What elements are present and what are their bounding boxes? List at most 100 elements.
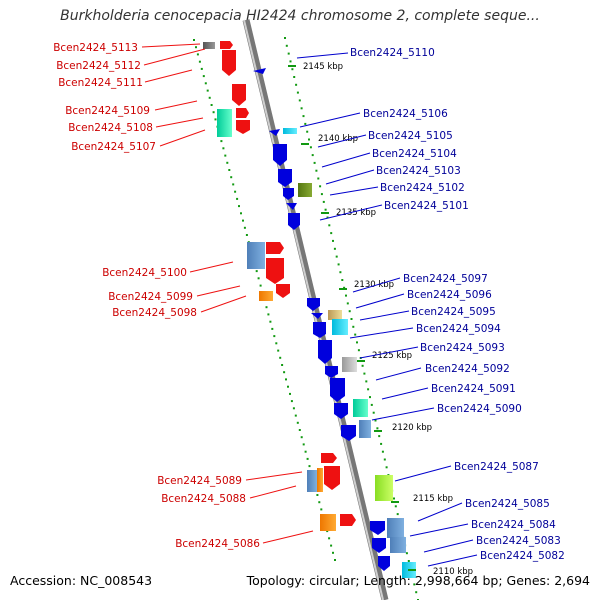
track-dot (269, 320, 272, 323)
gene-label[interactable]: Bcen2424_5083 (476, 535, 561, 547)
track-dot (318, 501, 321, 504)
gene-label[interactable]: Bcen2424_5084 (471, 519, 556, 531)
gene-label[interactable]: Bcen2424_5099 (108, 291, 193, 303)
gene-label[interactable]: Bcen2424_5095 (411, 306, 496, 318)
gene-label[interactable]: Bcen2424_5105 (368, 130, 453, 142)
gene-box-cyan (283, 128, 297, 134)
gene-box-orange (259, 291, 273, 301)
leader-line (189, 261, 234, 273)
leader-line (417, 502, 463, 522)
track-dot (238, 205, 240, 208)
gene-box-blue (359, 420, 371, 438)
track-dot (309, 146, 312, 149)
gene-arrow-blue (378, 556, 390, 571)
track-dot (302, 115, 305, 118)
track-dot (332, 551, 334, 554)
track-dot (300, 436, 303, 439)
track-dot (304, 450, 307, 453)
track-dot (202, 75, 205, 78)
leader-line (329, 186, 379, 196)
gene-label[interactable]: Bcen2424_5110 (350, 47, 435, 59)
track-dot (226, 161, 229, 164)
track-dot (339, 271, 342, 274)
gene-label[interactable]: Bcen2424_5087 (454, 461, 539, 473)
track-dot (287, 52, 290, 55)
gene-box-blue (307, 470, 317, 492)
track-dot (405, 552, 408, 555)
gene-label[interactable]: Bcen2424_5094 (416, 323, 501, 335)
track-dot (240, 212, 242, 215)
track-dot (324, 208, 327, 211)
right-gene-labels: Bcen2424_5110 Bcen2424_5106 Bcen2424_510… (350, 47, 565, 562)
kbp-labels: 2145 kbp 2140 kbp 2135 kbp 2130 kbp 2125… (303, 62, 473, 577)
leader-line (155, 117, 204, 128)
gene-label[interactable]: Bcen2424_5097 (403, 273, 488, 285)
gene-box-cyan (332, 319, 348, 335)
leader-line (352, 277, 401, 293)
leader-line (371, 407, 435, 421)
gene-label[interactable]: Bcen2424_5096 (407, 289, 492, 301)
left-gene-labels: Bcen2424_5113 Bcen2424_5112 Bcen2424_511… (53, 42, 260, 550)
track-dot (296, 421, 299, 424)
accession-text: Accession: NC_008543 (10, 573, 153, 588)
track-dot (200, 67, 203, 70)
track-dot (357, 349, 360, 352)
gene-label[interactable]: Bcen2424_5085 (465, 498, 550, 510)
gene-label[interactable]: Bcen2424_5109 (65, 105, 150, 117)
gene-label[interactable]: Bcen2424_5107 (71, 141, 156, 153)
track-dot (380, 442, 383, 445)
gene-arrow-blue (253, 68, 266, 74)
track-dot (361, 364, 364, 367)
gene-box-blue (247, 242, 265, 269)
gene-label[interactable]: Bcen2424_5113 (53, 42, 138, 54)
gene-label[interactable]: Bcen2424_5102 (380, 182, 465, 194)
leader-line (141, 43, 201, 48)
gene-label[interactable]: Bcen2424_5101 (384, 200, 469, 212)
track-dot (212, 111, 215, 114)
gene-label[interactable]: Bcen2424_5082 (480, 550, 565, 562)
gene-label[interactable]: Bcen2424_5090 (437, 403, 522, 415)
gene-label[interactable]: Bcen2424_5108 (68, 122, 153, 134)
track-dot (279, 356, 282, 359)
track-dot (367, 388, 370, 391)
track-dot (316, 494, 319, 496)
track-dot (198, 60, 201, 63)
track-dot (370, 403, 373, 406)
track-dot (381, 450, 384, 453)
track-dot (220, 140, 223, 143)
track-dot (255, 270, 258, 273)
leader-line (159, 129, 206, 147)
kbp-label: 2110 kbp (433, 567, 473, 577)
gene-label[interactable]: Bcen2424_5112 (56, 60, 141, 72)
gene-arrow-blue (288, 213, 300, 230)
kbp-label: 2140 kbp (318, 134, 358, 144)
leader-line (394, 465, 452, 482)
gene-label[interactable]: Bcen2424_5091 (431, 383, 516, 395)
gene-label[interactable]: Bcen2424_5111 (58, 77, 143, 89)
gene-label[interactable]: Bcen2424_5103 (376, 165, 461, 177)
gene-label[interactable]: Bcen2424_5098 (112, 307, 197, 319)
gene-arrow-blue (283, 188, 294, 200)
track-dot (330, 544, 333, 547)
right-leader-lines (296, 52, 478, 567)
track-dot (234, 190, 237, 193)
gene-label[interactable]: Bcen2424_5106 (363, 108, 448, 120)
gene-label[interactable]: Bcen2424_5089 (157, 475, 242, 487)
gene-box-orange (320, 514, 336, 531)
gene-arrow-red (324, 466, 340, 490)
gene-label[interactable]: Bcen2424_5088 (161, 493, 246, 505)
track-dot (281, 364, 284, 366)
gene-label[interactable]: Bcen2424_5093 (420, 342, 505, 354)
track-dot (306, 457, 309, 460)
track-dot (302, 443, 305, 446)
kbp-label: 2135 kbp (336, 208, 376, 218)
gene-label[interactable]: Bcen2424_5100 (102, 267, 187, 279)
gene-label[interactable]: Bcen2424_5086 (175, 538, 260, 550)
track-dot (372, 411, 375, 414)
gene-arrow-red (232, 84, 246, 106)
track-dot (313, 161, 316, 164)
leader-line (359, 346, 419, 359)
gene-label[interactable]: Bcen2424_5092 (425, 363, 510, 375)
gene-label[interactable]: Bcen2424_5104 (372, 148, 457, 160)
